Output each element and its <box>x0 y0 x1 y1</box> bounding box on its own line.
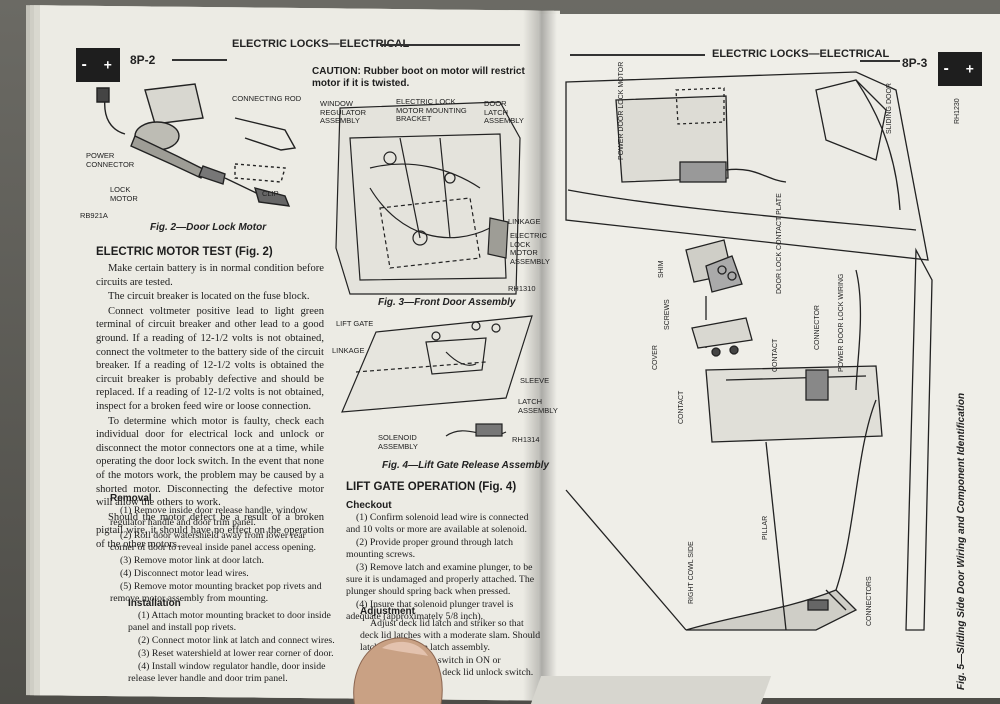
label-lock-bracket: ELECTRIC LOCK MOTOR MOUNTING BRACKET <box>396 97 467 123</box>
label-screws: SCREWS <box>664 299 671 330</box>
front-door-drawing <box>335 101 521 295</box>
label-lock-motor-assembly: ELECTRIC LOCK MOTOR ASSEMBLY <box>510 231 550 266</box>
label-power-connector: POWER CONNECTOR <box>86 151 135 169</box>
label-fig4-ref: RH1314 <box>512 435 540 444</box>
label-clip: CLIP <box>262 189 279 198</box>
lift-gate-drawing <box>341 315 533 437</box>
installation-step: (3) Reset watershield at lower rear corn… <box>138 648 334 659</box>
label-pillar: PILLAR <box>762 515 769 540</box>
motor-test-paragraph: The circuit breaker is located on the fu… <box>108 291 310 303</box>
header-rule <box>380 44 520 46</box>
checkout-step: (2) Provide proper ground through latch … <box>346 537 513 560</box>
removal-step: (3) Remove motor link at door latch. <box>120 555 264 566</box>
left-header-title: ELECTRIC LOCKS—ELECTRICAL <box>232 38 410 50</box>
checkout-step: (1) Confirm solenoid lead wire is connec… <box>346 512 529 535</box>
installation-step: (2) Connect motor link at latch and conn… <box>138 635 335 646</box>
label-lift-gate: LIFT GATE <box>336 319 374 328</box>
label-fig2-ref: RB921A <box>80 211 108 220</box>
label-connecting-rod: CONNECTING ROD <box>232 94 302 103</box>
label-power-door-lock-wiring: POWER DOOR LOCK WIRING <box>838 273 845 372</box>
label-fig5-ref: RH1230 <box>954 98 961 124</box>
installation-step: (1) Attach motor mounting bracket to doo… <box>128 610 331 633</box>
motor-test-paragraph: Make certain battery is in normal condit… <box>96 263 324 288</box>
label-window-regulator: WINDOW REGULATOR ASSEMBLY <box>320 99 366 125</box>
label-door-latch: DOOR LATCH ASSEMBLY <box>484 99 524 125</box>
installation-steps: (1) Attach motor mounting bracket to doo… <box>128 610 336 686</box>
label-power-door-lock-motor: POWER DOOR LOCK MOTOR <box>618 61 625 160</box>
book-gutter <box>523 10 557 700</box>
removal-step: (2) Roll door watershield away from lowe… <box>110 530 316 553</box>
lift-gate-heading: LIFT GATE OPERATION (Fig. 4) <box>346 481 517 493</box>
left-page-number: 8P-2 <box>130 53 156 67</box>
label-lift-linkage: LINKAGE <box>332 346 365 355</box>
checkout-step: (3) Remove latch and examine plunger, to… <box>346 562 535 597</box>
label-fig3-ref: RH1310 <box>508 284 536 293</box>
label-latch-assembly: LATCH ASSEMBLY <box>518 397 558 415</box>
motor-test-body: Make certain battery is in normal condit… <box>96 262 324 552</box>
battery-icon: - + <box>938 52 982 86</box>
header-rule <box>860 60 900 62</box>
right-header-title: ELECTRIC LOCKS—ELECTRICAL <box>712 48 890 60</box>
label-connectors: CONNECTORS <box>866 576 873 626</box>
fig5-caption: Fig. 5—Sliding Side Door Wiring and Comp… <box>956 392 967 690</box>
caution-note: CAUTION: Rubber boot on motor will restr… <box>312 66 525 89</box>
fig2-caption: Fig. 2—Door Lock Motor <box>150 222 267 233</box>
motor-test-heading: ELECTRIC MOTOR TEST (Fig. 2) <box>96 246 273 258</box>
label-contact-left: CONTACT <box>678 390 685 424</box>
header-rule <box>570 54 705 56</box>
removal-steps: (1) Remove inside door release handle, w… <box>110 505 324 606</box>
battery-icon: - + <box>76 48 120 82</box>
removal-heading: Removal <box>110 493 152 504</box>
motor-test-paragraph: Should the motor defect be a result of a… <box>96 511 324 550</box>
adjustment-heading: Adjustment <box>360 606 415 617</box>
label-shim: SHIM <box>658 260 665 279</box>
label-sleeve: SLEEVE <box>520 376 550 385</box>
checkout-steps: (1) Confirm solenoid lead wire is connec… <box>346 512 542 624</box>
fig3-caption: Fig. 3—Front Door Assembly <box>378 297 516 308</box>
checkout-step: (4) Insure that solenoid plunger travel … <box>346 599 514 622</box>
page-edge-bottom <box>530 676 772 704</box>
label-connector: CONNECTOR <box>814 305 821 350</box>
header-rule <box>172 59 227 61</box>
fig4-caption: Fig. 4—Lift Gate Release Assembly <box>382 460 549 471</box>
installation-step: (4) Install window regulator handle, doo… <box>128 661 326 684</box>
label-solenoid-assembly: SOLENOID ASSEMBLY <box>378 433 418 451</box>
removal-step: (1) Remove inside door release handle, w… <box>110 505 308 528</box>
thumb-image <box>353 637 443 704</box>
label-right-cowl-side: RIGHT COWL SIDE <box>688 541 695 604</box>
label-cover: COVER <box>652 345 659 370</box>
label-sliding-door: SLIDING DOOR <box>886 83 893 134</box>
label-door-lock-contact-plate: DOOR LOCK CONTACT PLATE <box>776 193 783 294</box>
right-page-number: 8P-3 <box>902 56 928 70</box>
label-linkage: LINKAGE <box>508 217 541 226</box>
label-lock-motor: LOCK MOTOR <box>110 185 138 203</box>
removal-step: (5) Remove motor mounting bracket pop ri… <box>110 581 322 604</box>
motor-test-paragraph: Connect voltmeter positive lead to light… <box>96 305 324 412</box>
installation-heading: Installation <box>128 598 181 609</box>
label-contact-right: CONTACT <box>772 338 779 372</box>
door-lock-motor-drawing <box>96 83 297 207</box>
checkout-heading: Checkout <box>346 500 392 511</box>
removal-step: (4) Disconnect motor lead wires. <box>120 568 249 579</box>
sliding-door-wiring-drawing <box>565 71 933 631</box>
motor-test-paragraph: To determine which motor is faulty, chec… <box>96 415 324 509</box>
